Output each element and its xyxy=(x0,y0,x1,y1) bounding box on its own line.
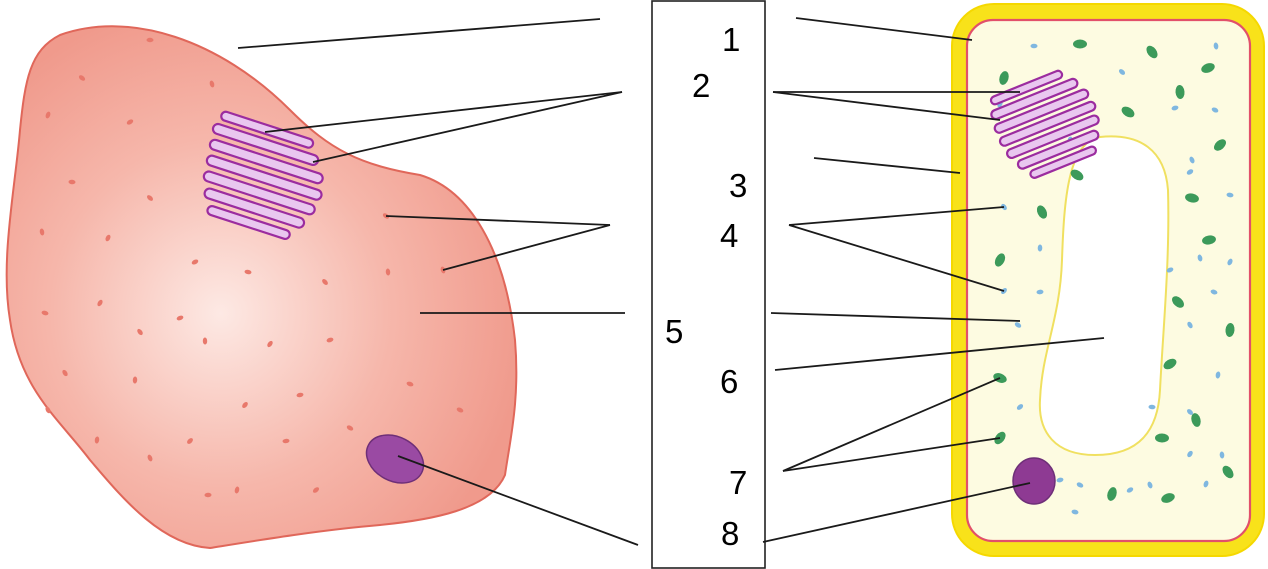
plant-mitochondrion xyxy=(1031,44,1038,49)
leader-line-plant-membrane xyxy=(814,158,960,173)
plant-cell xyxy=(952,4,1264,556)
chloroplast xyxy=(1073,40,1087,49)
label-number-1: 1 xyxy=(722,21,740,58)
label-number-5: 5 xyxy=(665,313,683,350)
animal-mitochondrion xyxy=(147,38,154,42)
leader-line-animal-golgi-a xyxy=(265,92,622,132)
animal-cell-membrane xyxy=(7,26,517,548)
label-number-7: 7 xyxy=(729,464,747,501)
leader-line-animal-golgi-b xyxy=(313,92,622,162)
label-number-2: 2 xyxy=(692,67,710,104)
animal-cell xyxy=(7,26,517,548)
label-number-4: 4 xyxy=(720,217,738,254)
label-number-6: 6 xyxy=(720,363,738,400)
leader-line-plant-wall xyxy=(796,18,972,40)
plant-nucleus xyxy=(1013,458,1055,504)
label-number-8: 8 xyxy=(721,515,739,552)
leader-line-animal-membrane xyxy=(238,19,600,48)
label-number-3: 3 xyxy=(729,167,747,204)
